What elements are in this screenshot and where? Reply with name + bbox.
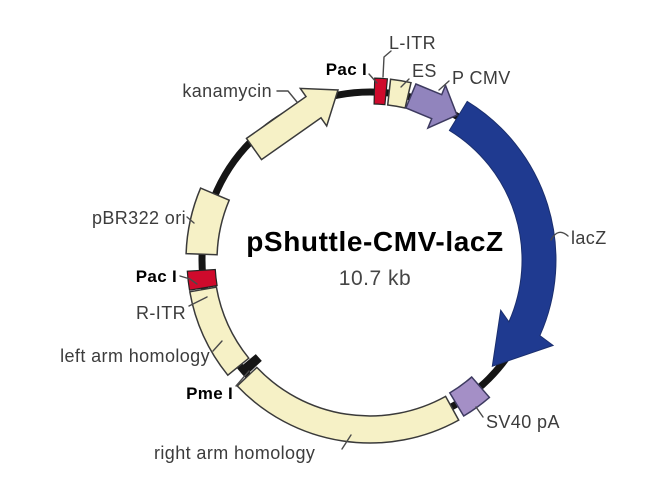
left-arm-homology-label: left arm homology bbox=[60, 346, 210, 366]
right-arm-homology-label: right arm homology bbox=[154, 443, 315, 463]
es-label: ES bbox=[412, 61, 437, 81]
pac-i-left-label: Pac I bbox=[136, 267, 177, 286]
right-arm-leader-line bbox=[341, 434, 352, 450]
pac-i-left-leader-line bbox=[179, 275, 198, 285]
kanamycin-leader-line bbox=[276, 90, 298, 103]
pbr322-ori-leader-line bbox=[186, 216, 195, 224]
l-itr-site-block bbox=[373, 77, 389, 106]
pme-i-label: Pme I bbox=[186, 384, 233, 403]
l-itr-leader-line bbox=[382, 50, 392, 78]
right-arm-homology-band bbox=[236, 366, 460, 444]
kanamycin-label: kanamycin bbox=[182, 81, 272, 101]
pbr322-ori-label: pBR322 ori bbox=[92, 208, 186, 228]
pac-i-top-label: Pac I bbox=[326, 60, 367, 79]
sv40-pa-block bbox=[448, 375, 491, 418]
r-itr-leader-line bbox=[188, 296, 208, 307]
lacz-label: lacZ bbox=[571, 228, 607, 248]
left-arm-homology-band bbox=[188, 286, 250, 377]
es-leader-line bbox=[400, 78, 410, 88]
p-cmv-leader-line bbox=[438, 80, 450, 91]
pme-i-leader-line bbox=[235, 370, 250, 387]
sv40-pa-label: SV40 pA bbox=[486, 412, 560, 432]
pac-i-top-leader-line bbox=[368, 73, 378, 84]
p-cmv-promoter-arrow bbox=[404, 83, 458, 130]
sv40-pa-leader-line bbox=[475, 406, 484, 418]
pbr322-ori-block bbox=[185, 187, 231, 256]
r-itr-site-block bbox=[186, 268, 218, 291]
p-cmv-label: P CMV bbox=[452, 68, 511, 88]
lacz-leader-line bbox=[550, 231, 569, 241]
l-itr-label: L-ITR bbox=[389, 33, 436, 53]
left-arm-leader-line bbox=[212, 340, 223, 352]
kanamycin-arrow bbox=[245, 87, 340, 161]
plasmid-title: pShuttle-CMV-lacZ bbox=[246, 226, 504, 257]
plasmid-size-label: 10.7 kb bbox=[339, 267, 411, 290]
r-itr-label: R-ITR bbox=[136, 303, 186, 323]
lacz-gene-arrow bbox=[448, 100, 557, 368]
pme-i-site-tick bbox=[240, 354, 262, 375]
